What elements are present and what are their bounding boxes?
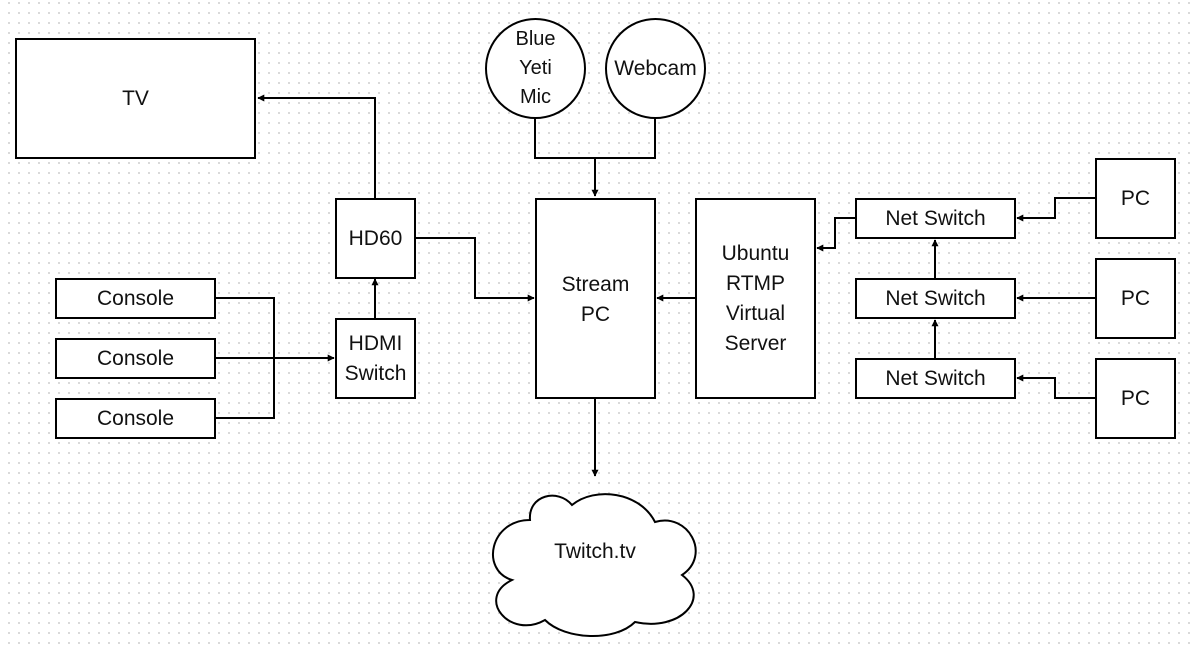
pc-label: PC <box>1120 386 1151 410</box>
console-label: Console <box>96 406 175 430</box>
tv-label: TV <box>122 86 149 110</box>
blue-yeti-mic-circle: Blue Yeti Mic <box>485 18 586 119</box>
blue-yeti-mic-label: Blue Yeti Mic <box>515 28 556 108</box>
console-box: Console <box>55 398 216 439</box>
hdmi-switch-box: HDMI Switch <box>335 318 416 399</box>
console-1-connector <box>215 297 275 358</box>
hd60-to-tv-connector <box>257 94 376 198</box>
webcam-label: Webcam <box>614 56 697 80</box>
net-switch-label: Net Switch <box>885 206 986 230</box>
net-switch-to-server-connector <box>816 217 855 252</box>
console-box: Console <box>55 338 216 379</box>
pc-box: PC <box>1095 158 1176 239</box>
ubuntu-server-label: Ubuntu RTMP Virtual Server <box>721 241 790 355</box>
pc-label: PC <box>1120 186 1151 210</box>
pc-label: PC <box>1120 286 1151 310</box>
hdmi-switch-label: HDMI Switch <box>344 331 407 385</box>
webcam-circle: Webcam <box>605 18 706 119</box>
stream-pc-label: Stream PC <box>561 273 630 326</box>
net-switch-box: Net Switch <box>855 278 1016 319</box>
net-switch-box: Net Switch <box>855 358 1016 399</box>
tv-box: TV <box>15 38 256 159</box>
hd60-label: HD60 <box>348 226 403 250</box>
ubuntu-server-box: Ubuntu RTMP Virtual Server <box>695 198 816 399</box>
net-switch-label: Net Switch <box>885 366 986 390</box>
twitch-label: Twitch.tv <box>554 540 636 563</box>
pc-3-to-net-switch-connector <box>1016 374 1095 399</box>
mic-connector <box>534 118 595 159</box>
hd60-box: HD60 <box>335 198 416 279</box>
console-label: Console <box>96 286 175 310</box>
hd60-to-stream-pc-connector <box>415 237 535 302</box>
net-switch-label: Net Switch <box>885 286 986 310</box>
twitch-cloud-shape <box>492 493 697 638</box>
pc-box: PC <box>1095 358 1176 439</box>
console-label: Console <box>96 346 175 370</box>
stream-pc-box: Stream PC <box>535 198 656 399</box>
console-3-connector <box>215 358 275 419</box>
net-switch-box: Net Switch <box>855 198 1016 239</box>
pc-box: PC <box>1095 258 1176 339</box>
console-box: Console <box>55 278 216 319</box>
webcam-connector <box>595 118 656 159</box>
pc-1-to-net-switch-connector <box>1016 197 1095 222</box>
